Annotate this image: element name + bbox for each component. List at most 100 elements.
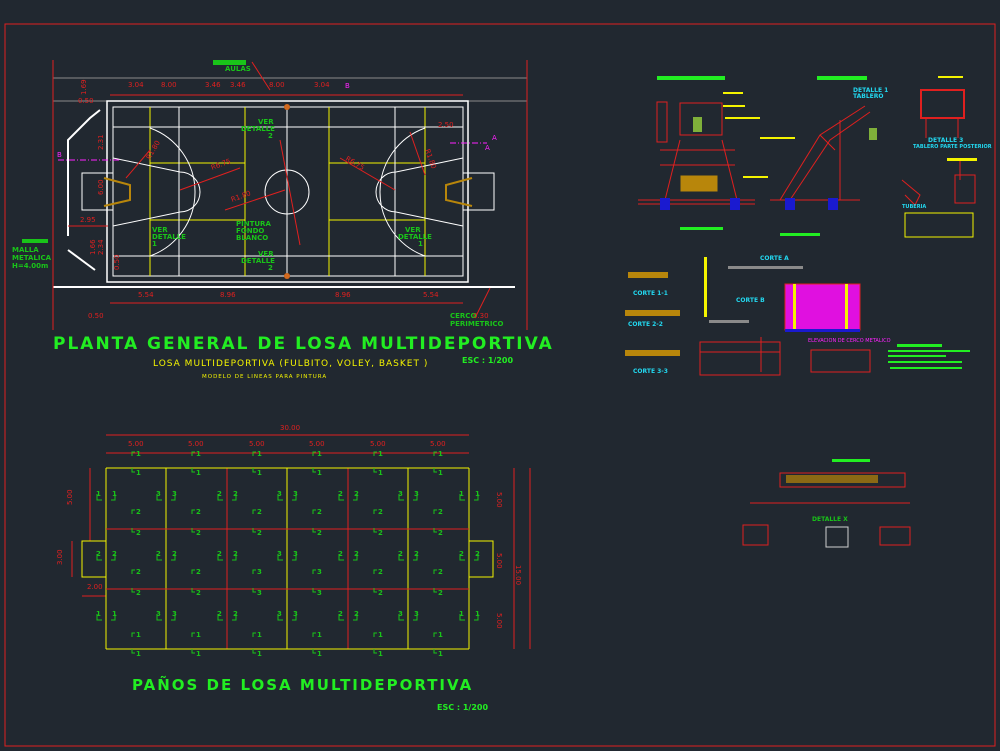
section-mark-label: 1	[438, 469, 443, 477]
plan-dimension-lines	[68, 61, 491, 319]
section-cut-mark	[156, 554, 176, 561]
section-cut-mark	[217, 554, 237, 561]
row-dim-top-left: 5.00	[66, 489, 74, 505]
section-mark-label: 2	[354, 610, 359, 618]
section-mark-label: 2	[338, 550, 343, 558]
section-mark-label: 2	[217, 550, 222, 558]
section-cut-mark	[131, 451, 135, 473]
panel-dimension-lines	[71, 434, 531, 649]
section-mark-label: 2	[338, 610, 343, 618]
panels-title: PAÑOS DE LOSA MULTIDEPORTIVA	[132, 675, 473, 694]
mesh-fence-lower	[67, 249, 96, 271]
section-mark-label: 3	[398, 610, 403, 618]
section-mark-label: 2	[438, 589, 443, 597]
side-dimension: 1.69	[80, 79, 88, 95]
section-marker: B	[345, 82, 350, 90]
malla-label-1: MALLA	[12, 246, 39, 254]
ver-detalle-1-right-b: DETALLE	[398, 233, 432, 241]
section-mark-label: 1	[317, 450, 322, 458]
section-mark-label: 1	[257, 450, 262, 458]
malla-label-3: H=4.00m	[12, 262, 48, 270]
section-mark-label: 2	[217, 610, 222, 618]
top-dimension: 3.46	[205, 81, 221, 89]
section-mark-label: 1	[96, 490, 101, 498]
section-cut-mark	[373, 569, 377, 593]
plan-title: PLANTA GENERAL DE LOSA MULTIDEPORTIVA	[53, 334, 554, 354]
side-dimension: 0.50	[78, 97, 94, 105]
plan-scale: ESC : 1/200	[462, 356, 513, 365]
section-mark-label: 2	[136, 508, 141, 516]
panels-scale: ESC : 1/200	[437, 703, 488, 712]
section-mark-label: 2	[233, 490, 238, 498]
section-mark-label: 2	[196, 589, 201, 597]
cerco-label-1: CERCO	[450, 312, 476, 320]
bottom-dimension: 8.96	[335, 291, 351, 299]
row-dim-1: 5.00	[495, 492, 503, 508]
section-marker: B	[57, 151, 62, 159]
section-cut-mark	[191, 509, 195, 533]
sheet-border	[4, 23, 996, 747]
section-cut-mark	[277, 614, 297, 621]
section-mark-label: 3	[156, 490, 161, 498]
ver-detalle-2-bottom-a: VER	[258, 250, 274, 258]
section-cut-mark	[459, 494, 479, 501]
section-mark-label: 2	[156, 550, 161, 558]
section-mark-label: 1	[438, 650, 443, 658]
section-mark-label: 2	[196, 529, 201, 537]
corte-a-label: CORTE A	[760, 255, 789, 262]
section-cut-mark	[277, 554, 297, 561]
ver-detalle-2-bottom-c: 2	[268, 264, 273, 272]
section-cut-mark	[156, 494, 176, 501]
section-cut-mark	[131, 509, 135, 533]
section-mark-label: 2	[378, 508, 383, 516]
side-dimension: 0.30	[473, 312, 489, 320]
column-dimension: 5.00	[188, 440, 204, 448]
section-mark-label: 1	[378, 631, 383, 639]
section-cut-mark	[373, 509, 377, 533]
section-cut-mark	[398, 614, 418, 621]
detalle-1-label: DETALLE 1	[853, 87, 888, 94]
side-dimension: 2.31	[97, 134, 105, 150]
section-mark-label: 2	[196, 568, 201, 576]
basket-lines	[81, 107, 495, 276]
section-mark-label: 2	[354, 550, 359, 558]
section-mark-label: 3	[172, 610, 177, 618]
ver-detalle-1-right-a: VER	[405, 226, 421, 234]
column-dimension: 5.00	[370, 440, 386, 448]
corte-3-label: CORTE 3-3	[633, 368, 668, 375]
tuberia-label: TUBERIA	[902, 204, 926, 210]
section-mark-label: 1	[136, 650, 141, 658]
section-mark-label: 2	[217, 490, 222, 498]
section-mark-label: 2	[414, 550, 419, 558]
pintura-label-2: FONDO	[236, 227, 264, 235]
row-dim-3: 5.00	[495, 613, 503, 629]
section-cut-mark	[191, 632, 195, 654]
section-mark-label: 2	[317, 529, 322, 537]
section-cut-mark	[312, 632, 316, 654]
section-mark-label: 1	[196, 650, 201, 658]
basket-structure-details	[638, 89, 976, 238]
side-dimension: 1.66	[89, 239, 97, 255]
section-marker: A	[492, 134, 497, 142]
top-dimension: 3.04	[128, 81, 144, 89]
section-mark-label: 1	[317, 650, 322, 658]
section-cut-mark	[373, 632, 377, 654]
radius-label: R1.80	[145, 139, 162, 161]
section-mark-label: 2	[136, 568, 141, 576]
section-cut-mark	[433, 632, 437, 654]
section-mark-label: 1	[475, 610, 480, 618]
ver-detalle-2-top-c: 2	[268, 132, 273, 140]
row-dim-2: 5.00	[495, 553, 503, 569]
goal-depth-dim: 2.00	[87, 583, 103, 591]
top-dimension: 8.00	[161, 81, 177, 89]
section-cut-mark	[338, 614, 358, 621]
section-cut-mark	[131, 569, 135, 593]
section-mark-label: 1	[136, 469, 141, 477]
section-mark-label: 1	[96, 610, 101, 618]
section-cut-mark	[252, 451, 256, 473]
section-mark-label: 2	[233, 550, 238, 558]
ver-detalle-1-left-b: DETALLE	[152, 233, 186, 241]
total-length-dim: 30.00	[280, 424, 300, 432]
